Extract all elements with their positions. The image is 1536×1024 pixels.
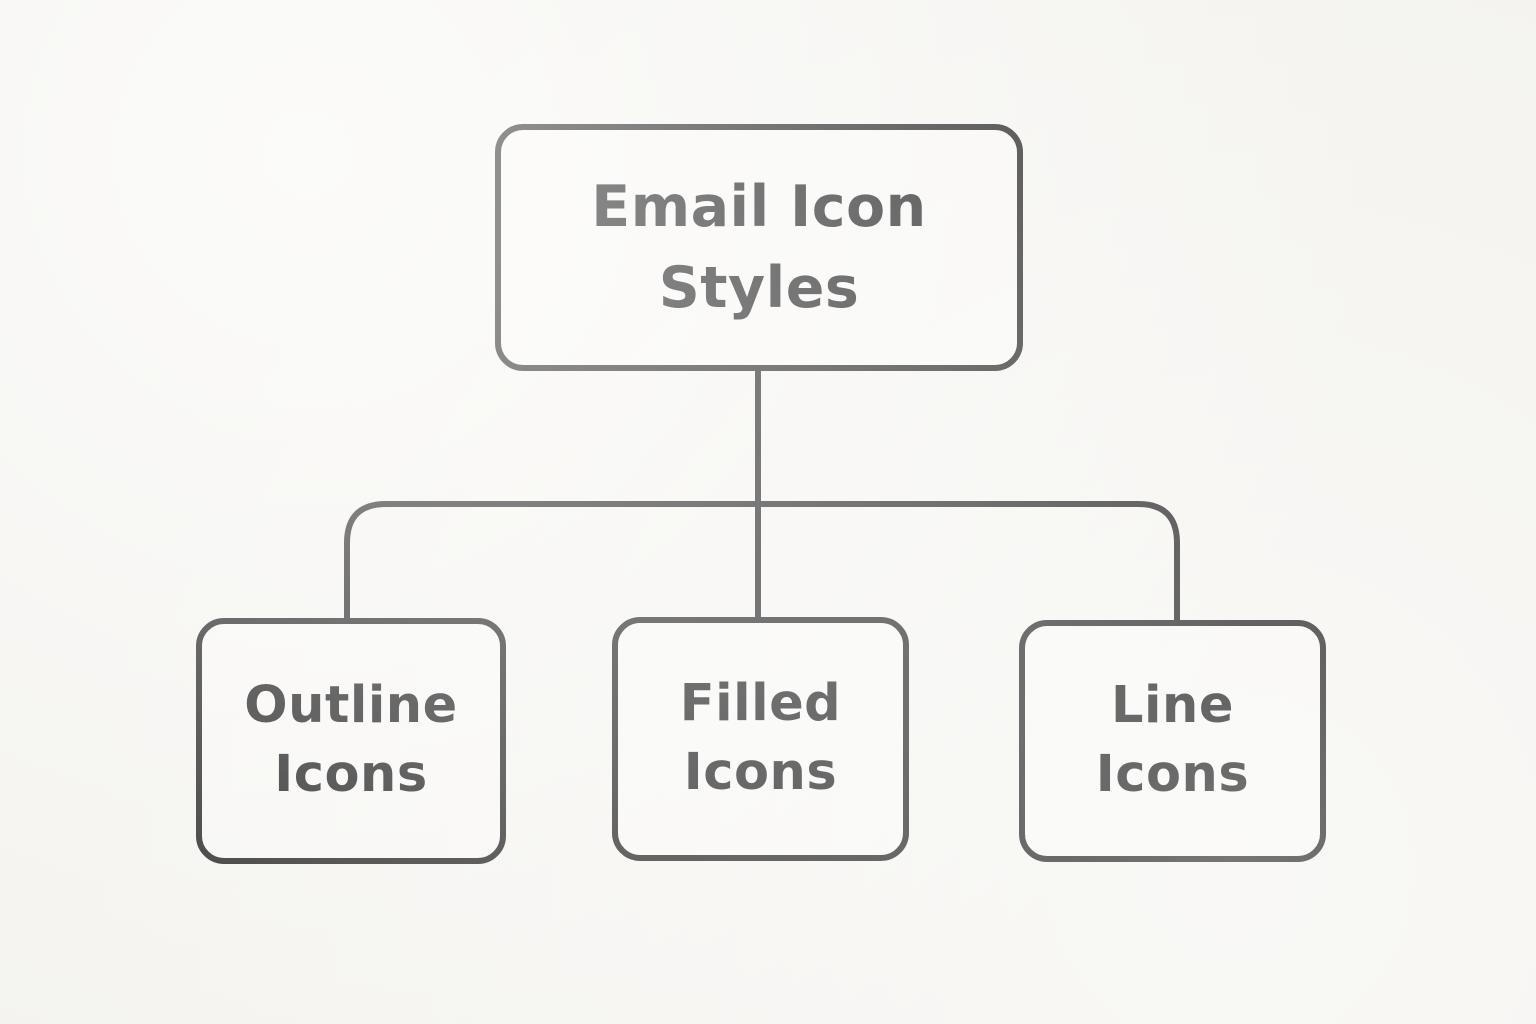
connector-rail-left-right: [344, 501, 1180, 620]
node-line-icons: Line Icons: [1019, 620, 1326, 862]
root-node-label: Email Icon Styles: [591, 173, 927, 321]
child-node-label: Filled Icons: [679, 674, 842, 802]
node-filled-icons: Filled Icons: [612, 617, 909, 861]
node-outline-icons: Outline Icons: [196, 618, 506, 864]
node-email-icon-styles: Email Icon Styles: [495, 124, 1023, 371]
child-node-label: Outline Icons: [244, 676, 458, 804]
child-node-label: Line Icons: [1095, 676, 1250, 804]
